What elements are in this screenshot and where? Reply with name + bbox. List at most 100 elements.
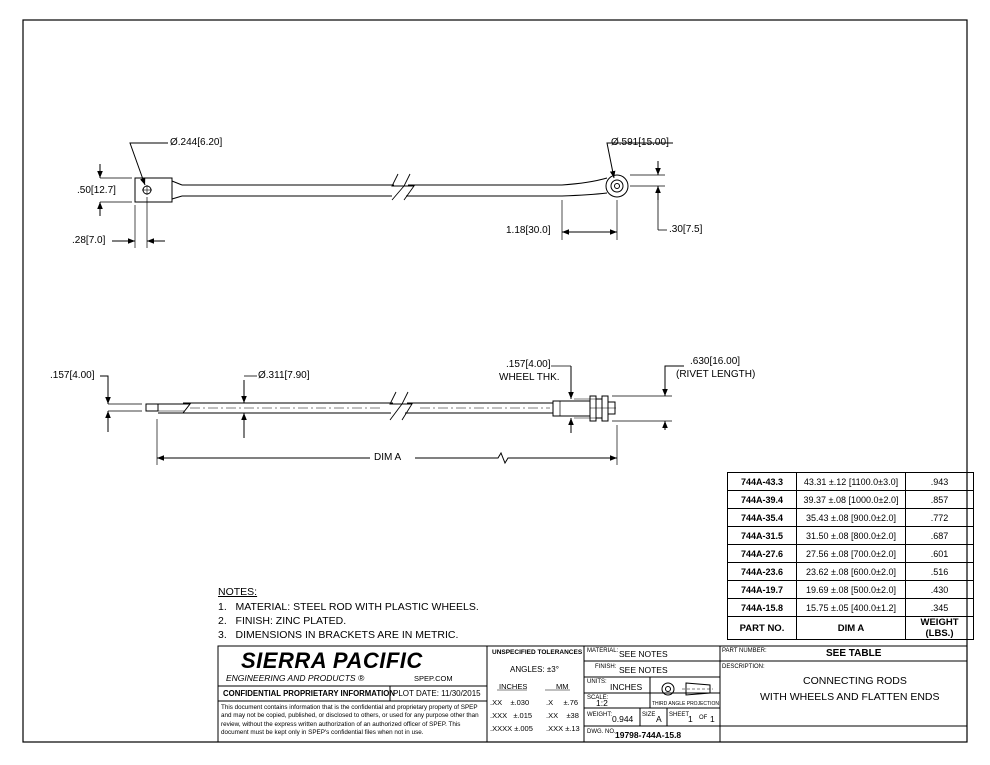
plot-date: PLOT DATE: 11/30/2015 [393, 689, 481, 698]
note-2: 2. FINISH: ZINC PLATED. [218, 615, 347, 627]
dim-a-cell: 39.37 ±.08 [1000.0±2.0] [796, 490, 906, 509]
scale-label: SCALE: [587, 695, 609, 701]
part-number-cell: 744A-39.4 [727, 490, 797, 509]
top-view [97, 142, 673, 248]
part-number-cell: 744A-31.5 [727, 526, 797, 545]
part-number-cell: 744A-43.3 [727, 472, 797, 491]
note-1: 1. MATERIAL: STEEL ROD WITH PLASTIC WHEE… [218, 601, 479, 613]
break-symbol [391, 173, 405, 201]
tolerances-angles: ANGLES: ±3° [510, 665, 559, 674]
wheel-thk-label: .157[4.00] [506, 359, 551, 370]
tol-inch-2: .XXX ±.015 [490, 711, 533, 720]
rivet-length-caption: (RIVET LENGTH) [676, 369, 756, 380]
projection-symbol [661, 682, 675, 696]
weight-cell: .516 [905, 562, 974, 581]
finish-value: SEE NOTES [619, 665, 668, 675]
part-number-cell: 744A-27.6 [727, 544, 797, 563]
description-line-1: CONNECTING RODS [803, 675, 907, 687]
projection-label: THIRD ANGLE PROJECTION [652, 701, 719, 707]
of-value: 1 [710, 714, 715, 724]
tol-mm-2: .XX ±38 [546, 711, 579, 720]
dim-a-header: DIM A [796, 616, 906, 640]
left-end-block [134, 177, 173, 203]
side-view [100, 365, 684, 465]
dim-a-cell: 43.31 ±.12 [1100.0±3.0] [796, 472, 906, 491]
part-number-cell: 744A-35.4 [727, 508, 797, 527]
confidential-title: CONFIDENTIAL PROPRIETARY INFORMATION [223, 689, 395, 698]
part-number-label: PART NUMBER: [722, 648, 767, 654]
right-hole-dia-label: Ø.591[15.00] [611, 137, 669, 148]
end-offset-label: .28[7.0] [72, 235, 106, 246]
description-label: DESCRIPTION: [722, 664, 765, 670]
part-number-cell: 744A-23.6 [727, 562, 797, 581]
material-label: MATERIAL: [587, 648, 619, 654]
left-hole-dia-label: Ø.244[6.20] [170, 137, 223, 148]
weight-cell: .772 [905, 508, 974, 527]
weight-cell: .345 [905, 598, 974, 617]
wheel-thk-caption: WHEEL THK. [499, 372, 560, 383]
end-height-label: .50[12.7] [77, 185, 116, 196]
material-value: SEE NOTES [619, 649, 668, 659]
dim-a-label: DIM A [374, 452, 402, 463]
dim-a-cell: 27.56 ±.08 [700.0±2.0] [796, 544, 906, 563]
weight-cell: .430 [905, 580, 974, 599]
tol-inch-3: .XXXX ±.005 [490, 724, 533, 733]
finish-label: FINISH: [595, 664, 617, 670]
dim-a-cell: 31.50 ±.08 [800.0±2.0] [796, 526, 906, 545]
company-website: SPEP.COM [414, 674, 453, 683]
dim-a-cell: 15.75 ±.05 [400.0±1.2] [796, 598, 906, 617]
notes-heading: NOTES: [218, 586, 258, 598]
wheel-offset-label: .30[7.5] [669, 224, 703, 235]
title-block-frame [217, 645, 968, 743]
note-3: 3. DIMENSIONS IN BRACKETS ARE IN METRIC. [218, 629, 459, 641]
rod-dia-label: Ø.311[7.90] [258, 370, 310, 381]
part-number-cell: 744A-15.8 [727, 598, 797, 617]
flat-thk-label: .157[4.00] [50, 370, 95, 381]
company-subtitle: ENGINEERING AND PRODUCTS ® [226, 673, 365, 683]
weight-cell: .687 [905, 526, 974, 545]
description-line-2: WITH WHEELS AND FLATTEN ENDS [760, 691, 940, 703]
wheel [605, 174, 629, 198]
part-number-cell: 744A-19.7 [727, 580, 797, 599]
confidential-text: This document contains information that … [221, 704, 479, 737]
weight-cell: .857 [905, 490, 974, 509]
dim-a-cell: 23.62 ±.08 [600.0±2.0] [796, 562, 906, 581]
dwg-number: 19798-744A-15.8 [615, 730, 682, 740]
scale-value: 1:2 [596, 698, 608, 708]
dwg-label: DWG. NO. [587, 729, 616, 735]
of-label: OF [699, 715, 708, 721]
dim-a-cell: 19.69 ±.08 [500.0±2.0] [796, 580, 906, 599]
inches-header: INCHES [499, 682, 528, 691]
sheet-label: SHEET [669, 712, 690, 718]
size-label: SIZE [642, 712, 656, 718]
company-logo-text: SIERRA PACIFIC [241, 648, 423, 673]
size-value: A [656, 714, 662, 724]
units-label: UNITS: [587, 679, 607, 685]
tol-mm-3: .XXX ±.13 [546, 724, 580, 733]
weight-label: WEIGHT: [587, 712, 612, 718]
weight-value: 0.944 [612, 714, 634, 724]
registered-mark: ® [357, 673, 365, 683]
weight-cell: .943 [905, 472, 974, 491]
rivet-length-label: .630[16.00] [690, 356, 741, 367]
units-value: INCHES [610, 682, 643, 692]
sheet-value: 1 [688, 714, 693, 724]
part-number-value: SEE TABLE [826, 648, 882, 659]
bend-length-label: 1.18[30.0] [506, 225, 551, 236]
tolerances-title: UNSPECIFIED TOLERANCES [492, 649, 583, 656]
dim-a-cell: 35.43 ±.08 [900.0±2.0] [796, 508, 906, 527]
tol-inch-1: .XX ±.030 [490, 698, 530, 707]
part-no-header: PART NO. [727, 616, 797, 640]
weight-cell: .601 [905, 544, 974, 563]
weight-header: WEIGHT (LBS.) [905, 616, 974, 640]
